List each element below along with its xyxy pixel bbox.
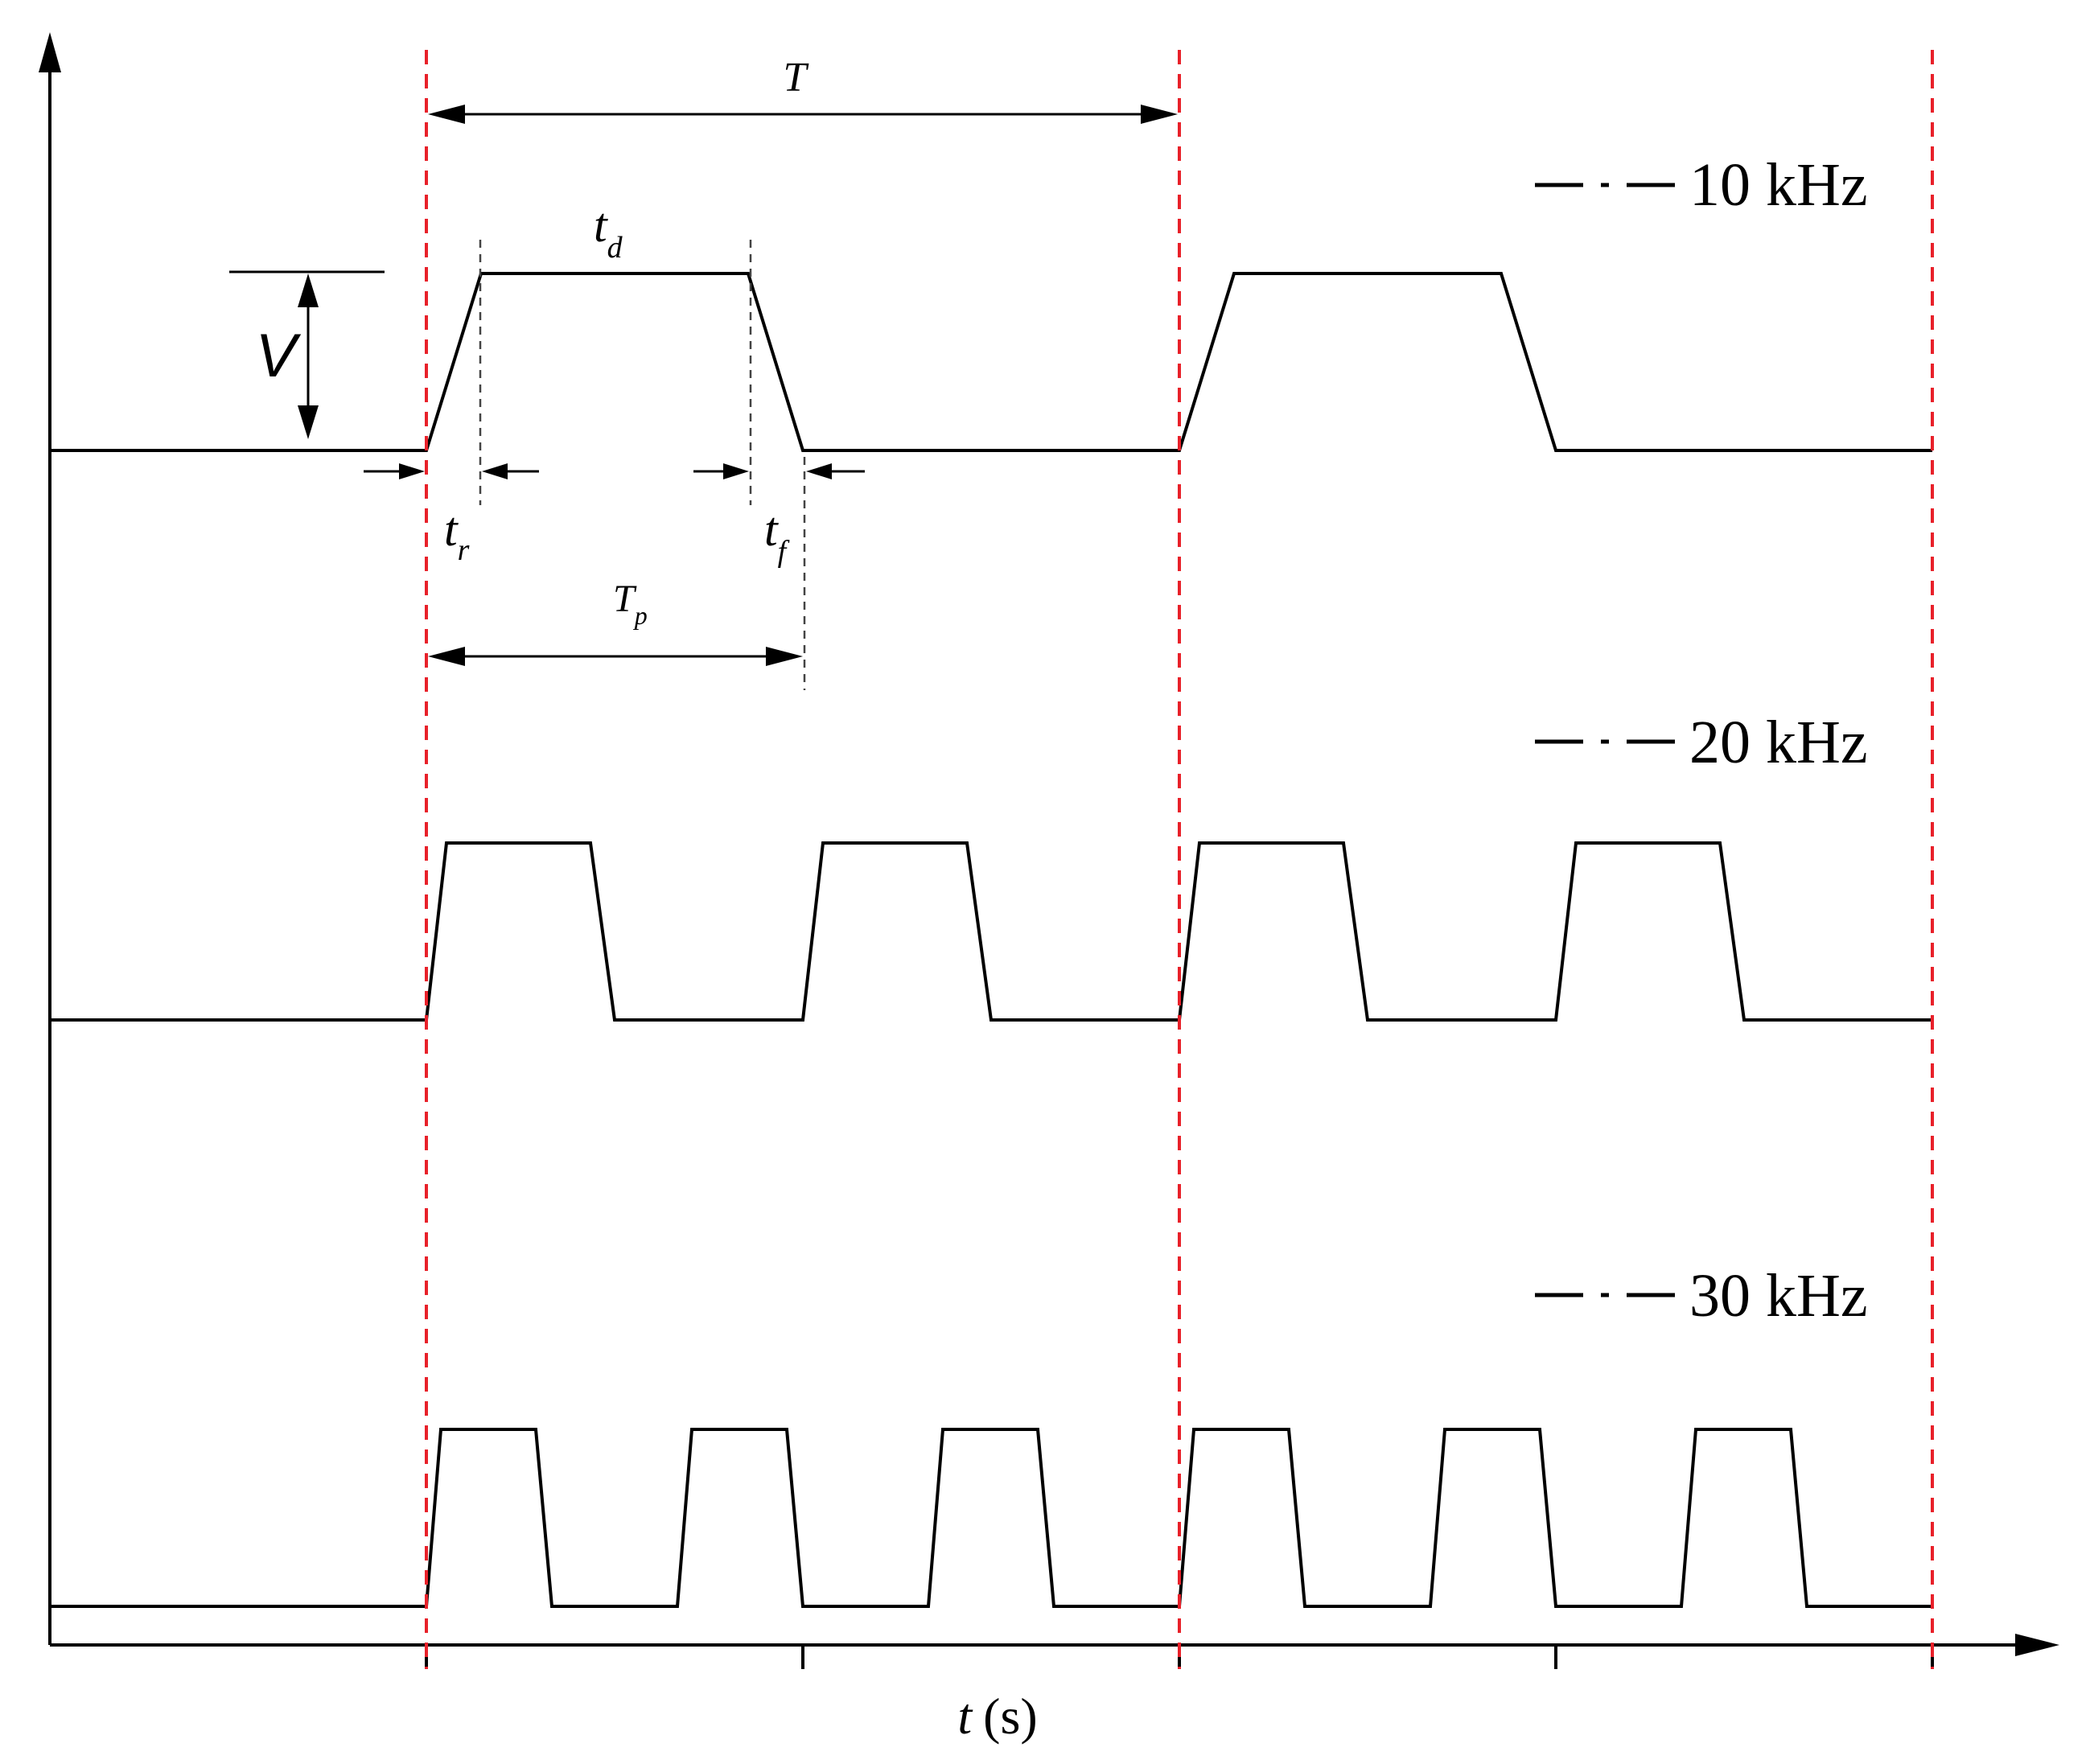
arrow-head-icon <box>399 463 425 479</box>
legend-label: 30 kHz <box>1689 1262 1868 1330</box>
arrow-head-icon <box>428 105 465 124</box>
timing-guides <box>479 240 806 690</box>
period-label: T <box>784 55 809 101</box>
arrow-head-icon <box>298 273 319 307</box>
x-axis-arrow-icon <box>2015 1634 2059 1656</box>
waveforms <box>50 272 1932 1608</box>
arrow-head-icon <box>482 463 508 479</box>
pulse-width-annotation <box>428 647 803 666</box>
x-axis-label: t(s) <box>957 1688 1037 1745</box>
arrow-head-icon <box>806 463 832 479</box>
arrow-head-icon <box>298 405 319 439</box>
arrow-head-icon <box>1141 105 1178 124</box>
period-markers <box>425 50 1934 1669</box>
waveform-20-khz <box>50 841 1932 1022</box>
arrow-head-icon <box>766 647 803 666</box>
legend-30khz: 30 kHz <box>1535 1262 1868 1330</box>
amplitude-label: V <box>256 322 302 390</box>
period-annotation: T <box>428 55 1178 124</box>
fall-time-label: tf <box>764 503 790 569</box>
legend-label: 20 kHz <box>1689 709 1868 776</box>
fall-time-annotation <box>693 463 865 479</box>
legend-20khz: 20 kHz <box>1535 709 1868 776</box>
legend-label: 10 kHz <box>1689 151 1868 219</box>
waveform-30-khz <box>50 1428 1932 1608</box>
legend-10khz: 10 kHz <box>1535 151 1868 219</box>
pulse-width-label: Tp <box>613 578 648 630</box>
x-axis-unit: (s) <box>983 1688 1038 1745</box>
duration-label: td <box>594 199 623 265</box>
y-axis-arrow-icon <box>39 32 61 72</box>
rise-time-label: tr <box>444 503 470 567</box>
rise-time-annotation <box>364 463 539 479</box>
waveform-10-khz <box>50 272 1932 452</box>
amplitude-annotation <box>229 270 385 439</box>
axes <box>39 32 2059 1669</box>
x-axis-var: t <box>957 1688 973 1745</box>
arrow-head-icon <box>723 463 749 479</box>
arrow-head-icon <box>428 647 465 666</box>
